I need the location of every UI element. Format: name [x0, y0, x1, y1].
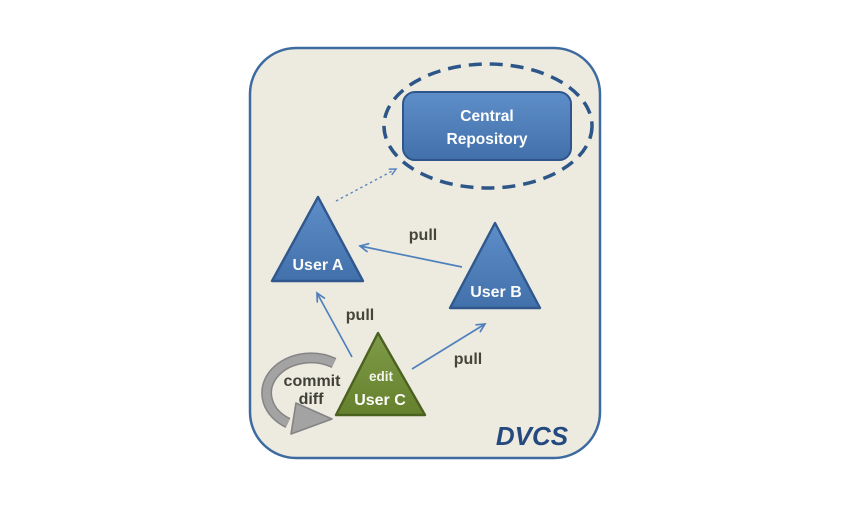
commit-label: commit: [284, 373, 342, 390]
arrow-usera-to-repo: [335, 168, 398, 202]
pull-label-c-to-b: pull: [454, 351, 482, 368]
arrow-userc-to-usera: [316, 291, 353, 358]
central-repo-ellipse: [382, 62, 594, 190]
pull-label-c-to-a: pull: [346, 307, 374, 324]
user-b-node: [448, 221, 542, 310]
commit-diff-loop-arrow: [261, 352, 337, 435]
arrow-userc-to-userb: [411, 323, 487, 370]
diff-label: diff: [299, 391, 325, 408]
dvcs-title: DVCS: [496, 421, 569, 451]
user-c-action-label: edit: [369, 369, 394, 384]
arrow-userb-to-usera: [358, 242, 463, 268]
user-c-label: User C: [354, 392, 406, 409]
loop-arrowhead: [290, 402, 333, 435]
user-a-node: [270, 195, 365, 283]
user-c-node: [334, 331, 427, 417]
user-a-label: User A: [293, 257, 344, 274]
central-repository-label-line2: Repository: [447, 131, 528, 148]
pull-label-b-to-a: pull: [409, 227, 437, 244]
loop-arrow-band: [262, 353, 336, 427]
central-repository-label-line1: Central: [460, 108, 513, 125]
user-b-label: User B: [470, 284, 522, 301]
central-repository-node: [402, 91, 572, 161]
